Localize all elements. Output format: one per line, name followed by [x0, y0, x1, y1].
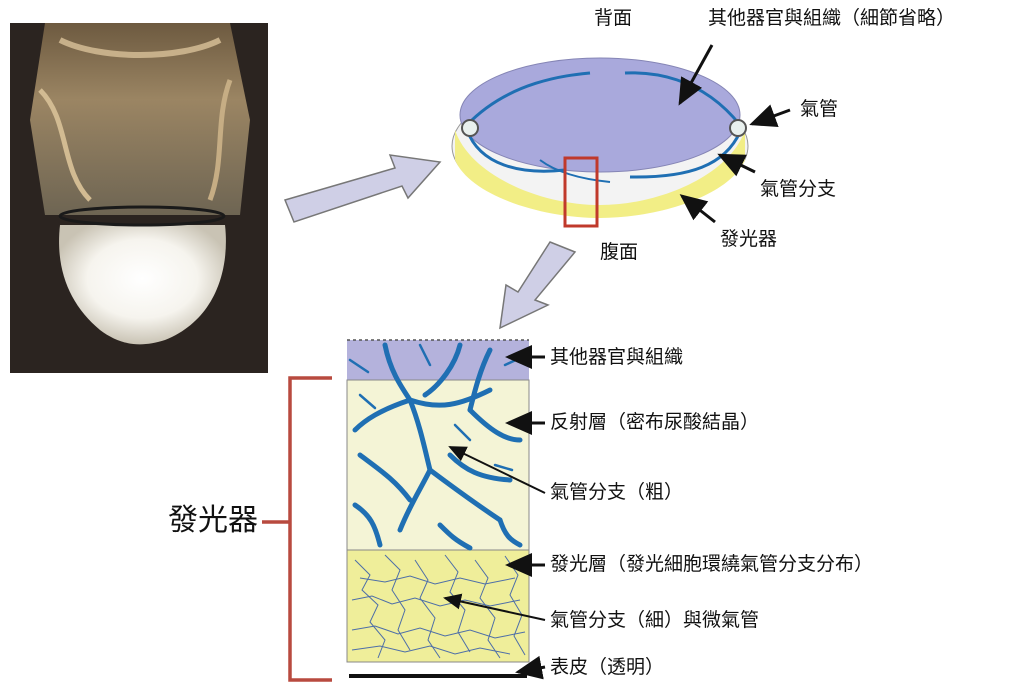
dorsal-label: 背面: [594, 9, 632, 28]
branch-thin-label: 氣管分支（細）與微氣管: [550, 611, 759, 630]
firefly-photo: [10, 23, 268, 373]
branch-thick-label: 氣管分支（粗）: [550, 483, 683, 502]
pointer-arrow-icon: [518, 667, 545, 672]
reflective-layer-label: 反射層（密布尿酸結晶）: [550, 413, 759, 432]
trachea-branch-label: 氣管分支: [760, 180, 836, 199]
lantern-layer-block: [347, 340, 529, 676]
arrow-icon: [285, 155, 440, 222]
lantern-top-label: 發光器: [720, 230, 777, 249]
other-organs-label: 其他器官與組織: [550, 348, 683, 367]
arrow-icon: [500, 242, 575, 328]
ventral-label: 腹面: [600, 243, 638, 262]
lantern-big-label: 發光器: [168, 506, 258, 536]
other-organs-top-label: 其他器官與組織（細節省略）: [708, 9, 955, 28]
trachea-label: 氣管: [800, 100, 838, 119]
cuticle-label: 表皮（透明）: [550, 658, 664, 677]
abdomen-cross-section: [452, 58, 748, 226]
pointer-arrow-icon: [682, 196, 715, 222]
bracket-icon: [262, 378, 332, 680]
pointer-arrow-icon: [752, 110, 790, 124]
photogenic-layer-label: 發光層（發光細胞環繞氣管分支分布）: [550, 555, 873, 574]
